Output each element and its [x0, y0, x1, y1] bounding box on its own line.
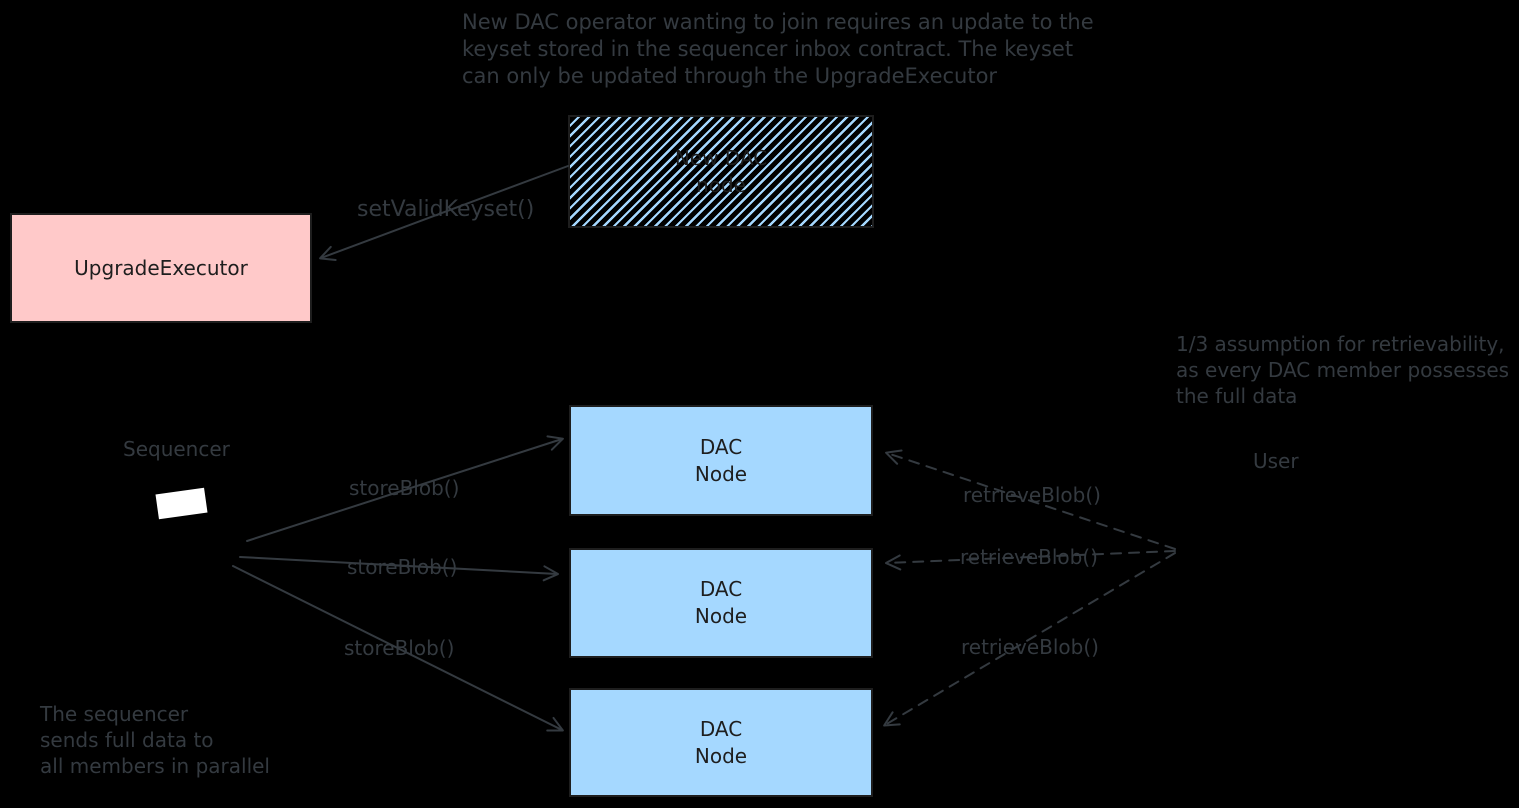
note-parallel-send-line1: The sequencer	[40, 702, 189, 726]
node-new-dac-label-line1: New DAC	[674, 145, 768, 170]
node-dac-1-label-line1: DAC	[699, 434, 743, 459]
node-dac-2-label-line2: Node	[694, 604, 748, 628]
node-new-dac: New DAC node	[568, 115, 874, 228]
note-retrievability-line2: as every DAC member possesses	[1176, 358, 1510, 382]
edge-label-retrieve-blob-1: retrieveBlob()	[963, 483, 1101, 507]
note-parallel-send-line3: all members in parallel	[40, 754, 270, 778]
note-keyset-update: New DAC operator wanting to join require…	[462, 9, 1094, 90]
node-dac-1-label-line2: Node	[694, 461, 748, 486]
note-retrievability: 1/3 assumption for retrievability, as ev…	[1176, 331, 1509, 409]
node-dac-3: DAC Node	[569, 688, 873, 797]
label-sequencer: Sequencer	[123, 437, 230, 461]
node-dac-1: DAC Node	[569, 405, 873, 516]
node-upgrade-executor: UpgradeExecutor	[10, 213, 312, 323]
edge-label-store-blob-3: storeBlob()	[344, 636, 455, 660]
node-upgrade-executor-label: UpgradeExecutor	[74, 255, 248, 280]
node-dac-2-label-line1: DAC	[699, 577, 743, 601]
note-keyset-update-line2: keyset stored in the sequencer inbox con…	[462, 37, 1074, 61]
note-keyset-update-line3: can only be updated through the UpgradeE…	[462, 64, 998, 88]
node-dac-3-label-line1: DAC	[699, 716, 743, 741]
edge-label-store-blob-1: storeBlob()	[349, 476, 460, 500]
node-new-dac-label-line2: node	[696, 172, 746, 197]
edge-label-store-blob-2: storeBlob()	[347, 555, 458, 579]
note-parallel-send-line2: sends full data to	[40, 728, 214, 752]
sequencer-laptop-screen-icon	[155, 487, 208, 520]
node-dac-2: DAC Node	[569, 548, 873, 658]
edge-label-set-valid-keyset: setValidKeyset()	[357, 197, 535, 222]
label-user: User	[1253, 449, 1299, 473]
edge-label-retrieve-blob-2: retrieveBlob()	[960, 545, 1098, 569]
note-parallel-send: The sequencer sends full data to all mem…	[40, 701, 270, 779]
note-keyset-update-line1: New DAC operator wanting to join require…	[462, 10, 1094, 34]
edge-label-retrieve-blob-3: retrieveBlob()	[961, 635, 1099, 659]
note-retrievability-line1: 1/3 assumption for retrievability,	[1176, 332, 1505, 356]
note-retrievability-line3: the full data	[1176, 384, 1298, 408]
node-dac-3-label-line2: Node	[694, 743, 748, 768]
